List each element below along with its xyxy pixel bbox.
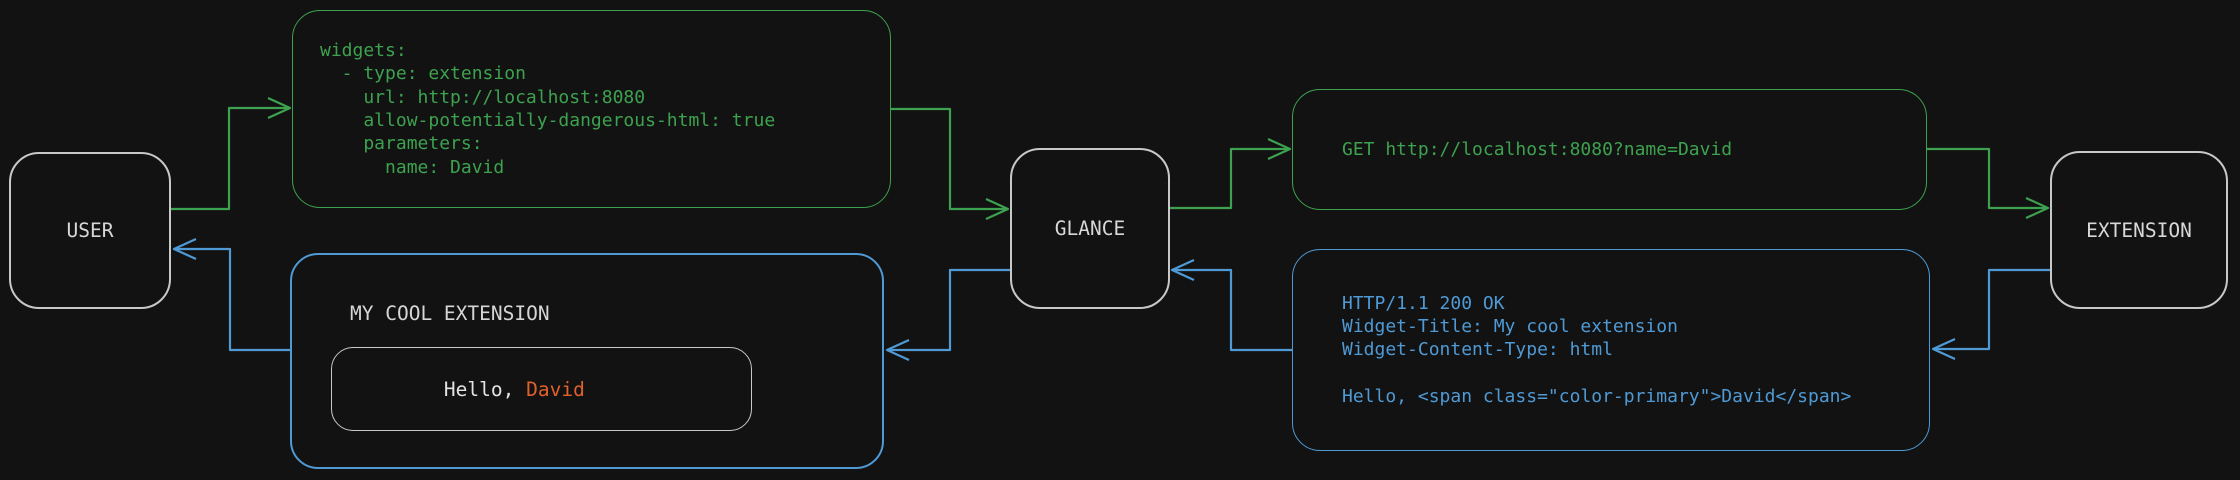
node-extension-label: EXTENSION bbox=[2086, 218, 2192, 242]
response-line: Widget-Title: My cool extension bbox=[1342, 315, 1678, 337]
config-line: url: http://localhost:8080 bbox=[320, 86, 646, 108]
edge-result-to-user bbox=[172, 237, 290, 352]
edge-glance-to-request bbox=[1170, 137, 1292, 210]
edge-glance-to-result bbox=[885, 268, 1010, 362]
edge-config-to-glance bbox=[891, 107, 1010, 221]
http-response-box: HTTP/1.1 200 OK Widget-Title: My cool ex… bbox=[1292, 249, 1930, 451]
edge-response-to-glance bbox=[1170, 258, 1292, 352]
widget-title: MY COOL EXTENSION bbox=[350, 302, 550, 325]
config-line: - type: extension bbox=[320, 63, 526, 85]
response-line: HTTP/1.1 200 OK bbox=[1342, 292, 1505, 314]
http-request-box: GET http://localhost:8080?name=David bbox=[1292, 89, 1927, 210]
response-line: Hello, <span class="color-primary">David… bbox=[1342, 386, 1852, 408]
widget-content-frame: Hello, David bbox=[331, 347, 752, 431]
response-line bbox=[1342, 362, 1929, 385]
config-line: name: David bbox=[320, 156, 505, 178]
config-yaml-box: widgets: - type: extension url: http://l… bbox=[292, 10, 891, 208]
node-user-label: USER bbox=[66, 219, 114, 242]
config-line: allow-potentially-dangerous-html: true bbox=[320, 110, 776, 131]
node-user: USER bbox=[9, 152, 171, 309]
node-extension: EXTENSION bbox=[2050, 151, 2228, 309]
node-glance: GLANCE bbox=[1010, 148, 1170, 309]
response-line: Widget-Content-Type: html bbox=[1342, 339, 1613, 361]
edge-user-to-config bbox=[171, 96, 292, 211]
request-line: GET http://localhost:8080?name=David bbox=[1342, 138, 1733, 160]
config-line: parameters: bbox=[320, 133, 483, 155]
node-glance-label: GLANCE bbox=[1054, 217, 1126, 240]
edge-extension-to-response bbox=[1931, 268, 2050, 361]
config-line: widgets: bbox=[320, 39, 407, 61]
greeting-name: David bbox=[526, 377, 585, 401]
greeting-text: Hello, David bbox=[350, 355, 585, 424]
greeting-prefix: Hello, bbox=[443, 377, 527, 401]
rendered-widget-box: MY COOL EXTENSION Hello, David bbox=[290, 253, 884, 469]
edge-request-to-extension bbox=[1927, 147, 2050, 220]
